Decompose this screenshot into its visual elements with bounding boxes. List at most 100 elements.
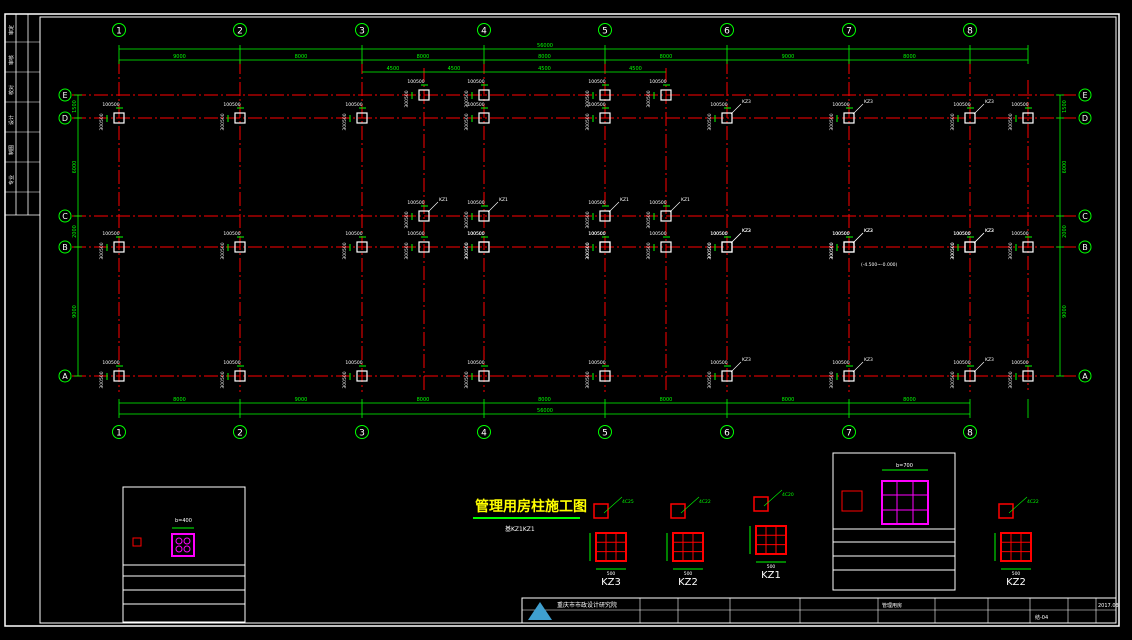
sidebar-label: 校对 (8, 85, 15, 95)
project-label: 管理用房 (882, 602, 902, 609)
column-offset: 100500 (467, 231, 484, 237)
grid-bubble-label: D (1082, 114, 1088, 123)
dim-top-span: 8000 (417, 54, 430, 60)
dim-right-span: 2000 (1062, 225, 1068, 238)
grid-bubble-label: 3 (359, 27, 365, 37)
sidebar-label: 审核 (8, 55, 15, 65)
column-offset: 300500 (342, 242, 348, 259)
grid-bubble (233, 23, 247, 37)
column (234, 241, 246, 253)
detail-name: KZ2 (1006, 577, 1026, 588)
detail-size: 500 (607, 571, 616, 577)
column (721, 241, 733, 253)
grid-bubble (477, 425, 491, 439)
grid-bubble-label: 2 (237, 429, 243, 439)
tag-leader (730, 232, 742, 244)
tag-leader (852, 232, 864, 244)
title-block: 重庆市市政设计研究院 管理用房 结-04 2017.03 (521, 597, 1119, 624)
tag-leader (608, 201, 620, 213)
grid-bubble-label: C (62, 212, 68, 221)
column-offset: 100500 (832, 102, 849, 108)
grid-bubble-label: 6 (724, 27, 730, 37)
column-offset: 100500 (407, 79, 424, 85)
dim-top-overall: 56000 (537, 43, 553, 49)
grid-bubble-label: D (62, 114, 68, 123)
column-offset: 300500 (404, 211, 410, 228)
column-offset: 300500 (646, 90, 652, 107)
column-offset: 300500 (707, 113, 713, 130)
detail-leader (603, 496, 623, 514)
column (599, 241, 611, 253)
grid-bubble (1078, 369, 1092, 383)
tag-leader (427, 201, 439, 213)
section-box-left: b=400 (122, 486, 246, 623)
column-offset: 300500 (1008, 242, 1014, 259)
column (843, 112, 855, 124)
column-offset: 100500 (710, 360, 727, 366)
detail-small (998, 503, 1014, 519)
column (599, 89, 611, 101)
detail-small (593, 503, 609, 519)
tag-leader (973, 103, 985, 115)
column-offset: 100500 (953, 360, 970, 366)
grid-bubble-label: A (1082, 372, 1088, 381)
dim-top-span: 8000 (295, 54, 308, 60)
column-offset: 100500 (832, 231, 849, 237)
column-offset: 300500 (707, 371, 713, 388)
dim-top-span: 9000 (782, 54, 795, 60)
column-offset: 100500 (588, 102, 605, 108)
column-offset: 300500 (829, 113, 835, 130)
column (234, 112, 246, 124)
tag-leader (973, 361, 985, 373)
column-offset: 100500 (102, 231, 119, 237)
detail-rebar-spec: 4C22 (699, 499, 711, 505)
dim-top-sub: 4500 (448, 66, 461, 72)
column (599, 112, 611, 124)
column (843, 370, 855, 382)
column-tag: KZ1 (620, 197, 629, 203)
grid-bubble-label: 5 (602, 27, 608, 37)
detail-rebar-spec: 4C25 (622, 499, 634, 505)
column-offset: 300500 (464, 113, 470, 130)
column-offset: 300500 (220, 242, 226, 259)
column (1022, 370, 1034, 382)
dim-top-span: 8000 (903, 54, 916, 60)
column-offset: 100500 (407, 200, 424, 206)
column (478, 112, 490, 124)
column (721, 112, 733, 124)
detail-section (595, 532, 627, 562)
grid-bubble (598, 425, 612, 439)
column-offset: 300500 (585, 211, 591, 228)
grid-bubble (842, 425, 856, 439)
column-offset: 100500 (1011, 102, 1028, 108)
tag-leader (730, 103, 742, 115)
column-offset: 300500 (950, 371, 956, 388)
column-offset: 300500 (585, 90, 591, 107)
column-tag: KZ2 (985, 228, 994, 234)
grid-bubble-label: 4 (481, 429, 487, 439)
column (356, 112, 368, 124)
column-offset: 300500 (404, 90, 410, 107)
dim-left-span: 1500 (72, 100, 78, 113)
tag-leader (852, 103, 864, 115)
grid-bubble-label: 1 (116, 27, 122, 37)
grid-bubble (963, 23, 977, 37)
grid-bubble (58, 111, 72, 125)
column-tag: KZ3 (985, 99, 994, 105)
column (356, 241, 368, 253)
column-offset: 300500 (464, 211, 470, 228)
grid-bubble (1078, 209, 1092, 223)
column-offset: 100500 (953, 231, 970, 237)
column-offset: 100500 (223, 231, 240, 237)
column-offset: 100500 (102, 102, 119, 108)
column-offset: 300500 (829, 242, 835, 259)
dim-right-span: 6000 (1062, 161, 1068, 174)
column-offset: 100500 (649, 200, 666, 206)
grid-bubble-label: A (62, 372, 68, 381)
tag-leader (730, 361, 742, 373)
axis-lines (72, 60, 1078, 392)
column (478, 241, 490, 253)
